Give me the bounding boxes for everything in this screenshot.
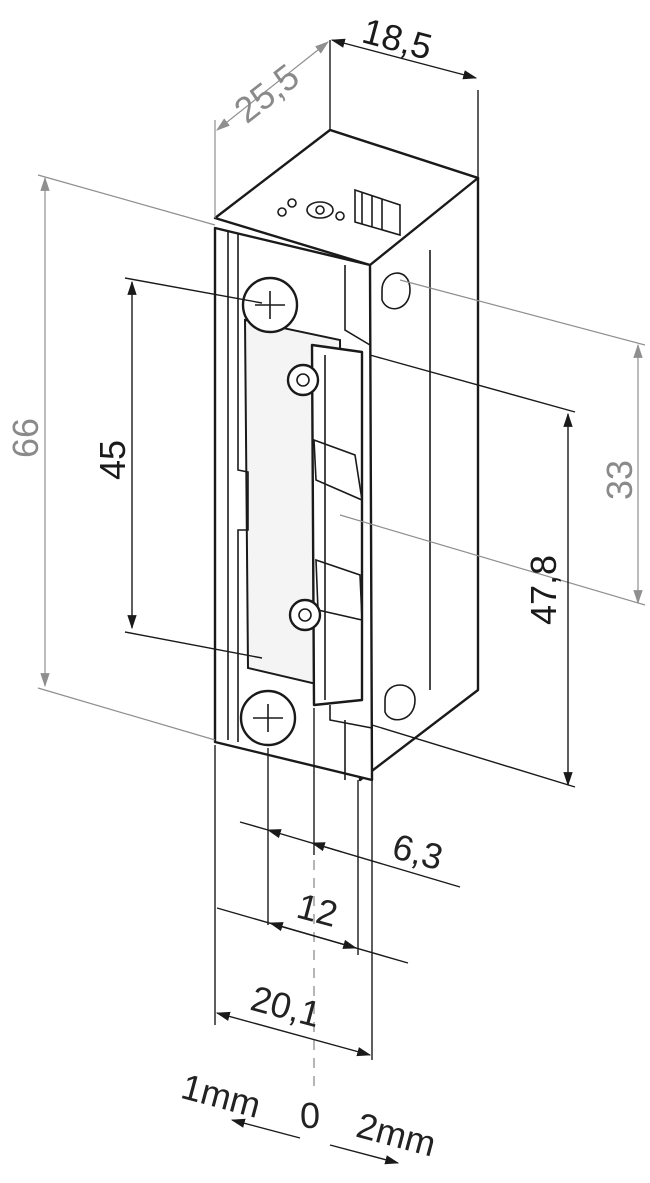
latch-screw-upper-icon	[286, 363, 320, 397]
dim-screw-to-latch	[216, 907, 409, 964]
door-opener-body	[213, 128, 480, 782]
dim-height-screws	[124, 277, 263, 659]
dim-faceplate-width	[215, 1011, 372, 1057]
latch-screw-lower-icon	[288, 598, 322, 632]
side-screw-cutout-top	[381, 272, 411, 310]
dim-latch-offset	[239, 821, 461, 888]
adjustment-scale	[230, 1118, 400, 1165]
latch-tooth-upper	[313, 438, 364, 502]
dim-latch-height-label: 33	[599, 460, 640, 500]
top-adjust-screw-icon	[306, 201, 334, 219]
screw-bottom-icon	[239, 689, 297, 747]
scale-plus-label: 2mm	[352, 1104, 440, 1164]
dim-faceplate-height	[369, 354, 576, 788]
dim-faceplate-height-label: 47,8	[523, 555, 564, 625]
dim-height-total	[37, 174, 216, 741]
dim-depth	[329, 38, 479, 178]
side-screw-cutout-bottom	[384, 684, 416, 721]
scale-zero-label: 0	[300, 1095, 320, 1136]
dim-depth-label: 18,5	[358, 10, 436, 68]
dim-latch-offset-label: 6,3	[388, 826, 447, 879]
dim-width-top-label: 25,5	[226, 56, 306, 131]
dim-height-screws-label: 45	[92, 440, 133, 480]
scale-minus-label: 1mm	[177, 1065, 265, 1125]
latch	[310, 343, 364, 707]
latch-tooth-lower	[315, 558, 363, 622]
dim-latch-height	[339, 279, 646, 606]
dim-width-top	[214, 41, 329, 218]
bottom-extension-lines	[214, 708, 373, 1090]
screw-top-icon	[241, 276, 299, 334]
dim-height-total-label: 66	[5, 418, 46, 458]
dim-screw-to-latch-label: 12	[293, 885, 342, 935]
